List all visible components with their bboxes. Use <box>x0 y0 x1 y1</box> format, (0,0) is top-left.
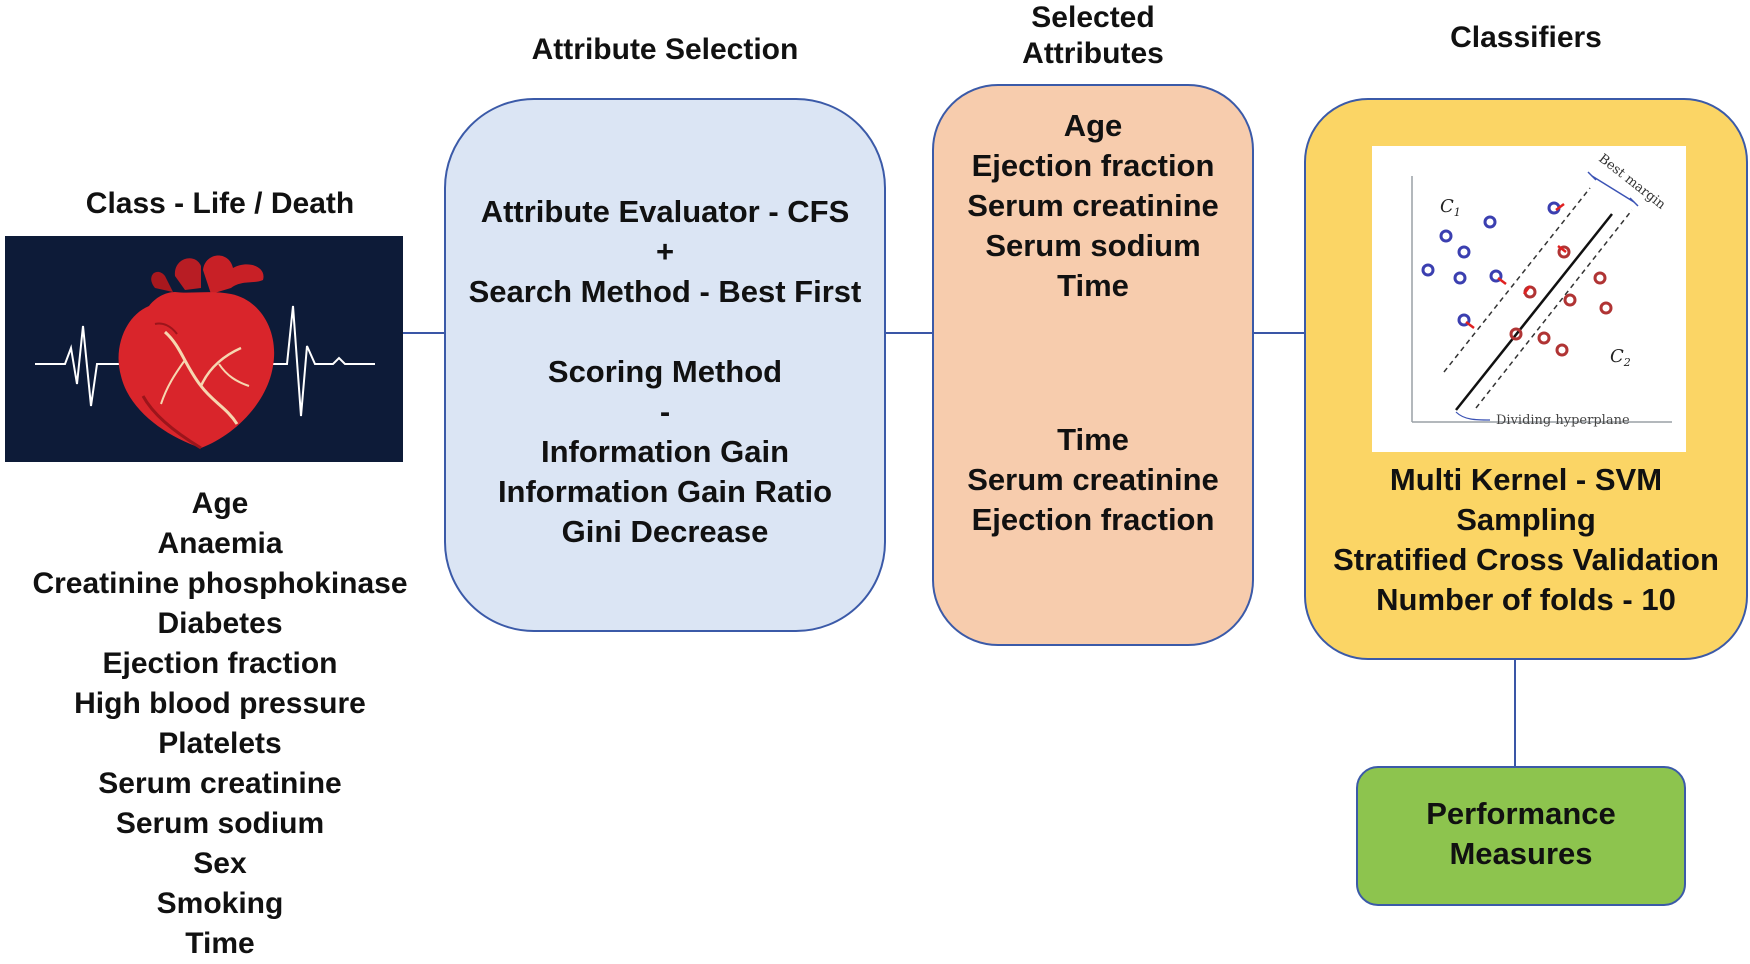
selected-attribute-item: Ejection fraction <box>971 502 1215 537</box>
classifier-line: Sampling <box>1456 502 1596 537</box>
selected-attribute-item: Age <box>1063 108 1123 143</box>
class-title: Class - Life / Death <box>85 187 355 220</box>
heart-icon <box>118 255 275 450</box>
dash-line: - <box>659 394 671 429</box>
svm-diagram: Best margin Dividing hyperplane C1 C2 <box>1411 151 1672 428</box>
attribute-item: Anaemia <box>157 527 283 560</box>
attribute-item: Platelets <box>158 727 282 760</box>
attribute-item: Diabetes <box>157 607 283 640</box>
classifiers-title: Classifiers <box>1450 21 1602 54</box>
attribute-item: Serum sodium <box>115 807 325 840</box>
selected-attributes-title-line-2: Attributes <box>1022 37 1164 70</box>
attribute-item: Smoking <box>156 887 284 920</box>
attribute-item: Ejection fraction <box>102 647 338 680</box>
svm-illustration: Best margin Dividing hyperplane C1 C2 <box>1372 146 1686 452</box>
attribute-selection-title: Attribute Selection <box>531 33 799 66</box>
measures-line: Measures <box>1449 836 1593 871</box>
attribute-selection-top: Attribute Evaluator - CFS + Search Metho… <box>446 192 884 312</box>
class1-label: C1 <box>1440 196 1461 219</box>
attribute-item: Sex <box>193 847 247 880</box>
attribute-selection-box: Attribute Evaluator - CFS + Search Metho… <box>444 98 886 632</box>
classifier-line: Stratified Cross Validation <box>1333 542 1719 577</box>
class1-points <box>1421 201 1561 327</box>
best-margin-arrow <box>1591 175 1635 203</box>
search-method-line: Search Method - Best First <box>468 274 862 309</box>
performance-line: Performance <box>1426 796 1616 831</box>
information-gain-line: Information Gain <box>541 434 789 469</box>
attributes-list: Age Anaemia Creatinine phosphokinase Dia… <box>0 484 440 964</box>
attribute-item: Creatinine phosphokinase <box>32 567 408 600</box>
selected-attribute-item: Time <box>1057 268 1129 303</box>
selected-attributes-top: Age Ejection fraction Serum creatinine S… <box>934 106 1252 306</box>
hyperplane-pointer <box>1455 411 1491 421</box>
performance-measures-text: Performance Measures <box>1358 794 1684 874</box>
attribute-item: Age <box>191 487 249 520</box>
dividing-hyperplane <box>1455 213 1613 411</box>
gini-decrease-line: Gini Decrease <box>561 514 769 549</box>
connector-line-vertical <box>1514 660 1516 766</box>
selected-attribute-item: Serum creatinine <box>967 462 1219 497</box>
heart-illustration <box>35 255 375 450</box>
selected-attribute-item: Serum creatinine <box>967 188 1219 223</box>
evaluator-line: Attribute Evaluator - CFS <box>480 194 850 229</box>
margin-line-upper <box>1443 187 1591 373</box>
attribute-item: Time <box>185 927 255 960</box>
attribute-selection-bottom: Scoring Method - Information Gain Inform… <box>446 352 884 552</box>
class2-points <box>1509 245 1613 357</box>
selected-attributes-box: Age Ejection fraction Serum creatinine S… <box>932 84 1254 646</box>
heart-panel <box>5 236 403 462</box>
classifier-settings: Multi Kernel - SVM Sampling Stratified C… <box>1306 460 1746 620</box>
selected-attribute-item: Time <box>1057 422 1129 457</box>
selected-attributes-title-line-1: Selected <box>1031 1 1155 34</box>
attribute-item: Serum creatinine <box>98 767 342 800</box>
selected-attributes-bottom: Time Serum creatinine Ejection fraction <box>934 420 1252 540</box>
information-gain-ratio-line: Information Gain Ratio <box>497 474 833 509</box>
margin-line-lower <box>1475 209 1633 409</box>
hyperplane-label: Dividing hyperplane <box>1496 413 1630 428</box>
class2-label: C2 <box>1610 346 1631 369</box>
scoring-method-line: Scoring Method <box>547 354 783 389</box>
classifier-line: Multi Kernel - SVM <box>1389 462 1663 497</box>
support-vector-markers <box>1465 203 1567 329</box>
attribute-item: High blood pressure <box>74 687 366 720</box>
plus-line: + <box>655 234 675 269</box>
heartbeat-line-icon-right <box>267 305 375 417</box>
best-margin-label: Best margin <box>1596 151 1669 213</box>
performance-measures-box: Performance Measures <box>1356 766 1686 906</box>
classifier-line: Number of folds - 10 <box>1376 582 1676 617</box>
selected-attributes-title: Selected Attributes <box>932 0 1254 72</box>
selected-attribute-item: Ejection fraction <box>971 148 1215 183</box>
selected-attribute-item: Serum sodium <box>985 228 1201 263</box>
